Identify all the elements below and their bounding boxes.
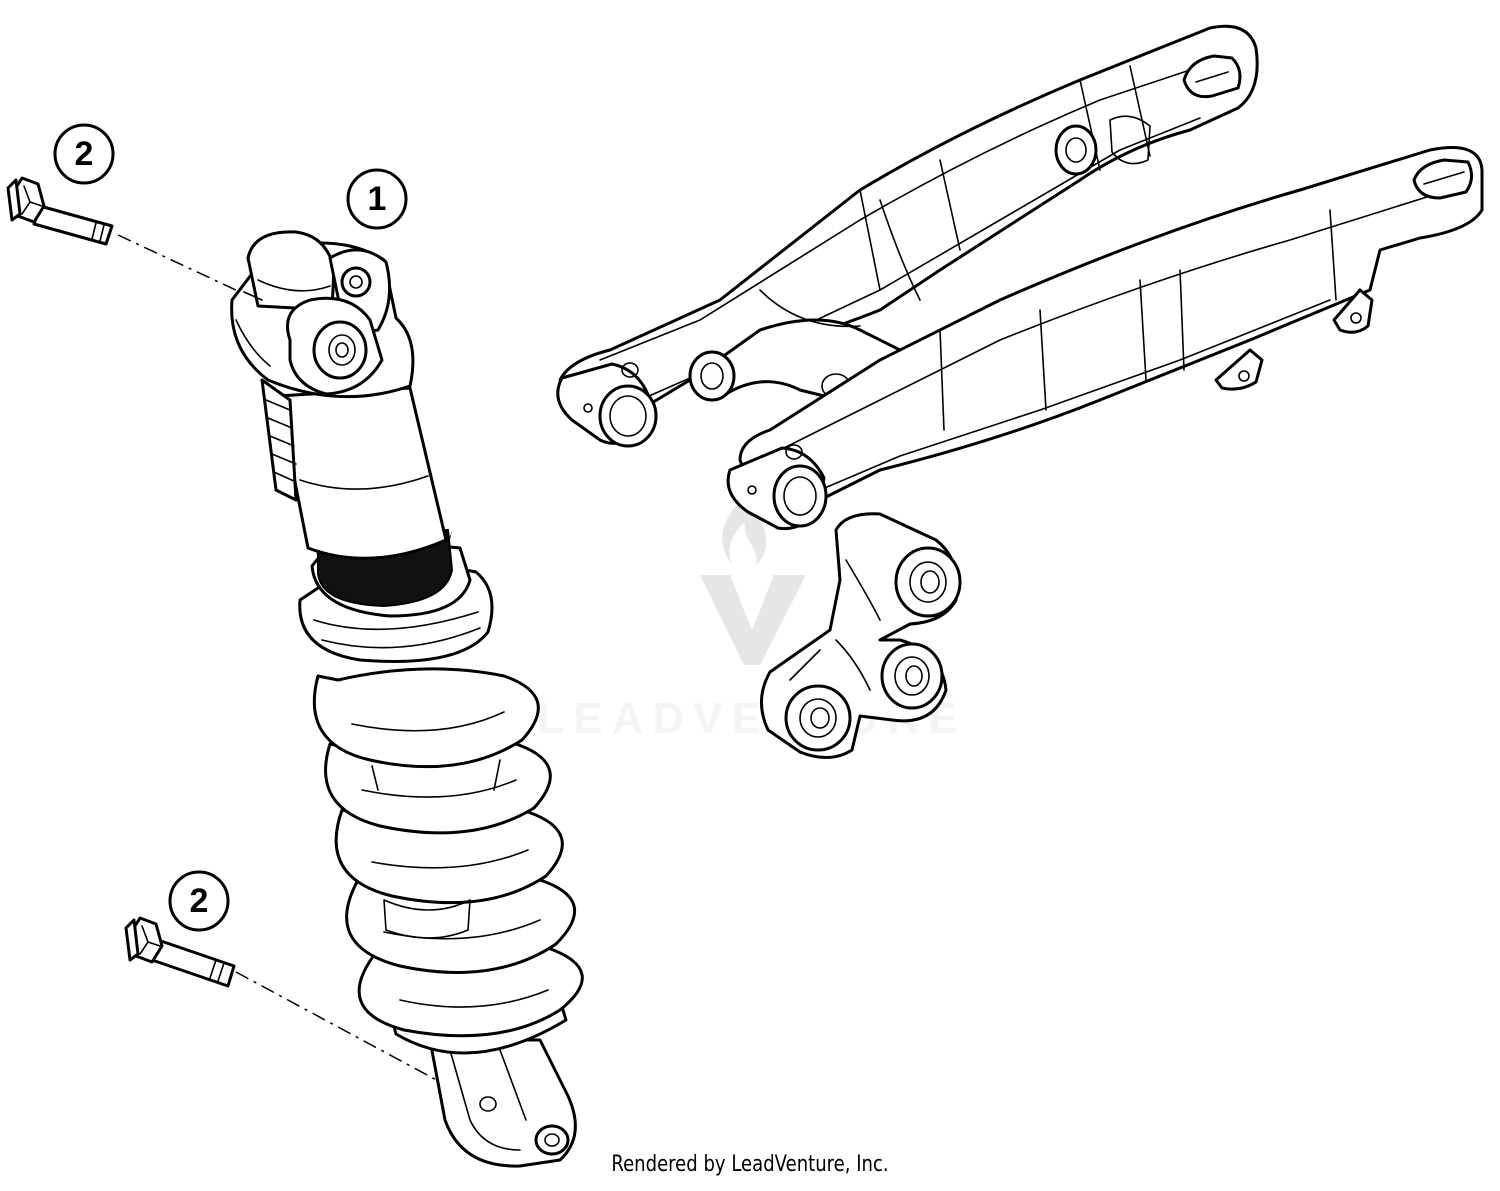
callout-label: 2 [190, 882, 209, 920]
callout-1[interactable]: 1 [346, 168, 408, 230]
callout-2-bottom[interactable]: 2 [168, 870, 230, 932]
shock-absorber-icon[interactable] [230, 230, 584, 1168]
bottom-bolt-axis [235, 971, 443, 1084]
callout-label: 2 [75, 135, 94, 173]
render-credit: Rendered by LeadVenture, Inc. [611, 1152, 889, 1177]
callout-label: 1 [368, 180, 387, 218]
bolt-icon[interactable] [124, 916, 236, 988]
linkage-icon[interactable] [760, 512, 962, 759]
bolt-icon[interactable] [6, 176, 114, 246]
callout-2-top[interactable]: 2 [53, 123, 115, 185]
swingarm-icon[interactable] [556, 24, 1484, 531]
